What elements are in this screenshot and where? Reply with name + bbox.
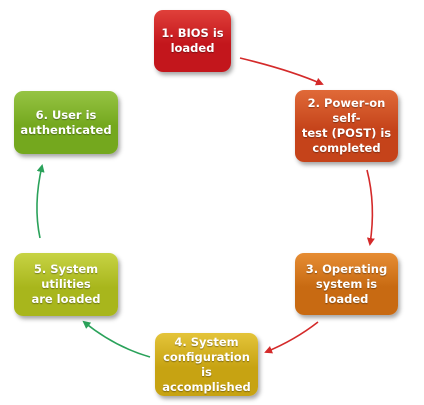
arrow-3-to-4 [264,321,319,354]
arrow-5-to-6 [36,164,45,239]
step-post-completed-box: 2. Power-on self- test (POST) is complet… [295,90,398,162]
arrow-4-to-5 [82,320,151,358]
step-os-loaded-box: 3. Operating system is loaded [295,253,398,315]
arrow-2-to-3 [366,169,375,246]
step-user-authenticated-box: 6. User is authenticated [14,91,118,154]
arrow-1-to-2 [239,57,324,86]
step-system-configuration-box: 4. System configuration is accomplished [155,333,258,396]
step-bios-loaded-box: 1. BIOS is loaded [154,10,231,72]
step-system-utilities-box: 5. System utilities are loaded [14,253,118,316]
